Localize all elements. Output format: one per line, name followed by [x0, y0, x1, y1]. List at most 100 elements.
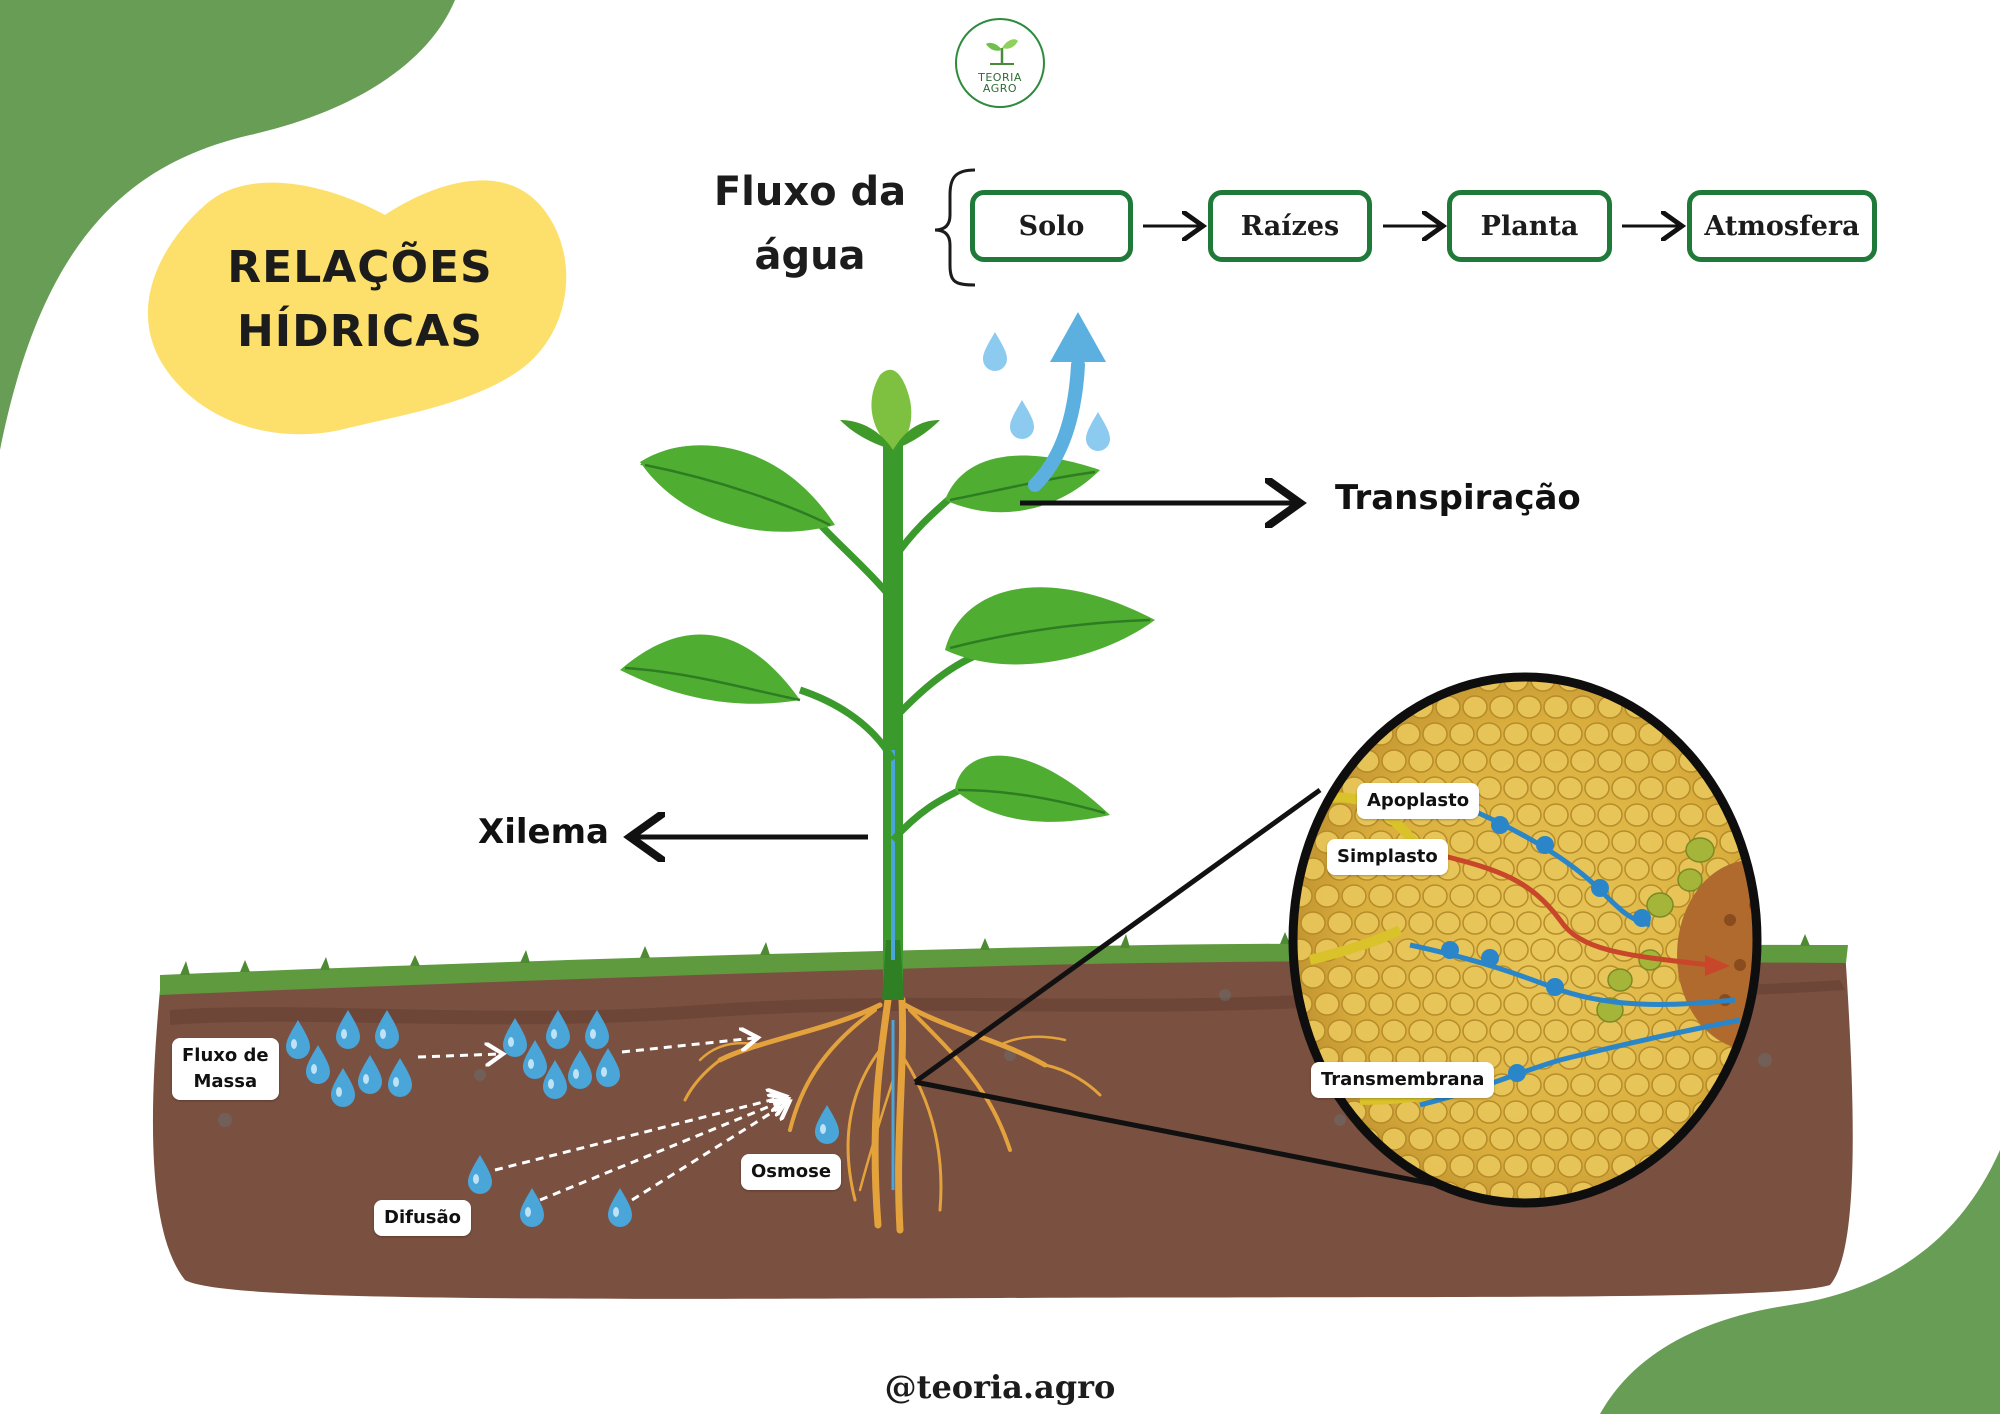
plant-cell	[1760, 804, 1784, 826]
plant-cell	[1449, 1100, 1475, 1124]
transpiration-arrow	[1028, 358, 1085, 492]
plant-cell	[1678, 803, 1704, 827]
flow-step-atmosfera: Atmosfera	[1687, 190, 1877, 262]
plant-cell	[1624, 803, 1650, 827]
plant-cell	[1543, 1127, 1569, 1151]
plant-cell	[1408, 1019, 1434, 1043]
tag-diffusion: Difusão	[374, 1200, 471, 1236]
plant-cell	[1368, 992, 1394, 1016]
plant-cell	[1293, 677, 1313, 692]
plant-cell	[1381, 965, 1407, 989]
plant-cell	[1584, 1100, 1610, 1124]
plant-cell	[1503, 992, 1529, 1016]
plant-cell	[1557, 1100, 1583, 1124]
plant-cell	[1597, 857, 1623, 881]
roots	[683, 996, 1102, 1234]
plant-cell	[1570, 749, 1596, 773]
plant-cell	[1530, 722, 1556, 746]
plant-cell	[1327, 1019, 1353, 1043]
plant-cell	[1489, 911, 1515, 935]
plant-cell	[1368, 677, 1394, 692]
plant-cell	[1408, 965, 1434, 989]
plant-cell	[1462, 911, 1488, 935]
plant-cell	[1760, 858, 1784, 880]
plant-cell	[1503, 884, 1529, 908]
plant-cell	[1516, 803, 1542, 827]
plant-cell	[1530, 938, 1556, 962]
plant-cell	[1516, 911, 1542, 935]
plant-cell	[1530, 1100, 1556, 1124]
plant-cell	[1516, 1127, 1542, 1151]
plant-cell	[1314, 884, 1340, 908]
plant-cell	[1584, 776, 1610, 800]
plant-cell	[1651, 749, 1677, 773]
plant-cell	[1678, 1073, 1704, 1097]
plant-cell	[1692, 677, 1718, 692]
plant-cell	[1705, 695, 1731, 719]
plant-cell	[1611, 884, 1637, 908]
tag-mass-flow-line1: Fluxo de	[182, 1045, 269, 1066]
plant-cell	[1408, 1127, 1434, 1151]
plant-cell	[1341, 884, 1367, 908]
plant-cell	[1597, 749, 1623, 773]
plant-cell	[1395, 677, 1421, 692]
plant-cell	[1760, 912, 1784, 934]
plant-cell	[1503, 1154, 1529, 1178]
plant-cell	[1611, 1046, 1637, 1070]
plant-cell	[1557, 1154, 1583, 1178]
corner-shape-bottom-right	[1600, 1150, 2000, 1414]
plant-cell	[1368, 884, 1394, 908]
plant-cell	[1327, 695, 1353, 719]
plant-cell	[1557, 776, 1583, 800]
plant-cell	[1651, 1073, 1677, 1097]
flow-step-solo: Solo	[970, 190, 1133, 262]
plant-cell	[1489, 1019, 1515, 1043]
tag-mass-flow: Fluxo de Massa	[172, 1038, 279, 1100]
plant-cell	[1435, 965, 1461, 989]
plant-cell	[1530, 776, 1556, 800]
plant-cell	[1408, 911, 1434, 935]
plant-cell	[1597, 911, 1623, 935]
plant-cell	[1503, 776, 1529, 800]
plant-cell	[1462, 1019, 1488, 1043]
tag-mass-flow-line2: Massa	[193, 1071, 258, 1092]
plant-cell	[1300, 911, 1326, 935]
plant-cell	[1395, 1100, 1421, 1124]
logo: TEORIA AGRO	[955, 18, 1045, 108]
tag-transmembrane: Transmembrana	[1311, 1062, 1495, 1098]
plant-cell	[1381, 749, 1407, 773]
plant-cell	[1557, 938, 1583, 962]
plant-cell	[1489, 695, 1515, 719]
plant-cell	[1327, 803, 1353, 827]
plant-cell	[1543, 695, 1569, 719]
flow-title-line2: água	[754, 233, 866, 279]
plant-cell	[1543, 1073, 1569, 1097]
plant-cell	[1584, 830, 1610, 854]
plant-cell	[1435, 1019, 1461, 1043]
plant-cell	[1422, 1154, 1448, 1178]
plant-cell	[1570, 803, 1596, 827]
plant	[620, 369, 1155, 1000]
plant-cell	[1665, 776, 1691, 800]
plant-cell	[1516, 695, 1542, 719]
plant-cell	[1611, 722, 1637, 746]
plant-cell	[1597, 1019, 1623, 1043]
plant-cell	[1651, 695, 1677, 719]
plant-cell	[1503, 1100, 1529, 1124]
plant-cell	[1354, 1019, 1380, 1043]
plant-cell	[1422, 722, 1448, 746]
plant-cell	[1570, 911, 1596, 935]
plant-cell	[1611, 776, 1637, 800]
plant-cell	[1611, 830, 1637, 854]
plant-cell	[1449, 884, 1475, 908]
plant-cell	[1760, 750, 1784, 772]
plant-cell	[1476, 1154, 1502, 1178]
plant-cell	[1381, 1019, 1407, 1043]
plant-cell	[1476, 992, 1502, 1016]
plant-cell	[1462, 965, 1488, 989]
plant-cell	[1651, 803, 1677, 827]
title-line-1: RELAÇÕES	[227, 242, 493, 294]
flow-title: Fluxo da água	[700, 160, 920, 288]
plant-cell	[1408, 749, 1434, 773]
plant-cell	[1462, 749, 1488, 773]
